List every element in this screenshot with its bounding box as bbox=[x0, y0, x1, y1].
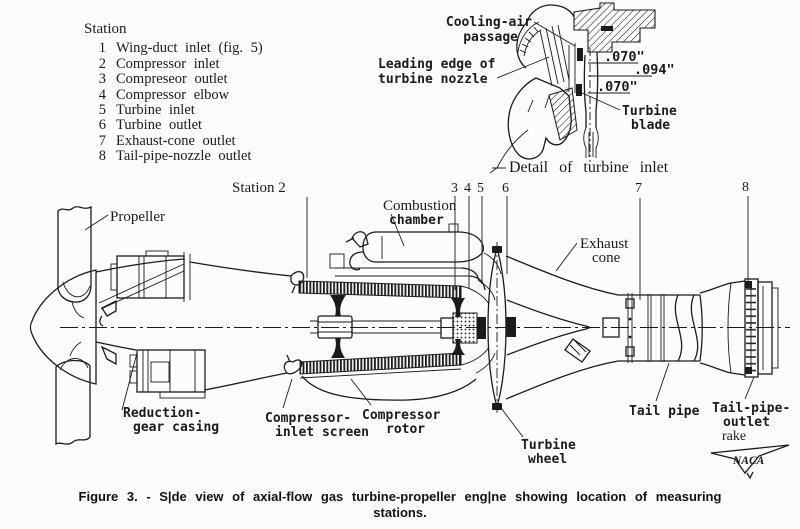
station-number: 7 bbox=[98, 132, 106, 149]
tail-pipe-rake-label-line3: rake bbox=[722, 429, 746, 444]
exhaust-cone-section bbox=[505, 255, 620, 400]
dimension-094: .094" bbox=[634, 62, 675, 78]
figure-caption-line1: Figure 3. - S|de view of axial-flow gas … bbox=[78, 489, 722, 504]
station-label: Tail-pipe-nozzle outlet bbox=[116, 148, 252, 165]
station-label: Compressor elbow bbox=[116, 86, 230, 103]
station-6-marker: 6 bbox=[502, 181, 509, 196]
station-row: 3 Compreseor outlet bbox=[84, 71, 263, 88]
combustion-chamber-label: Combustion bbox=[383, 198, 457, 214]
inlet-screen-label: Compressor- bbox=[265, 411, 351, 426]
compressor-rotor-label: Compressor bbox=[362, 408, 440, 423]
station-5-marker: 5 bbox=[477, 181, 484, 196]
tail-pipe-label: Tail pipe bbox=[629, 404, 700, 419]
tail-pipe-section bbox=[618, 293, 703, 363]
naca-logo: NACA bbox=[710, 444, 790, 480]
turbine-wheel-label: Turbine bbox=[521, 438, 576, 453]
station-row: 7 Exhaust-cone outlet bbox=[84, 132, 263, 149]
station-number: 5 bbox=[98, 102, 106, 119]
reduction-gear-label: Reduction- bbox=[123, 406, 201, 421]
station-label: Turbine inlet bbox=[116, 102, 195, 119]
exhaust-cone-label: Exhaust bbox=[580, 236, 629, 252]
leading-edge-label: Leading edge of bbox=[378, 57, 495, 72]
cooling-air-label: Cooling-air bbox=[446, 15, 532, 30]
station-marker-lines bbox=[306, 196, 749, 300]
figure-caption: Figure 3. - S|de view of axial-flow gas … bbox=[0, 489, 800, 521]
turbine-blade-label-line2: blade bbox=[631, 118, 670, 133]
naca-logo-text: NACA bbox=[732, 455, 765, 467]
combustion-chamber-section bbox=[329, 223, 486, 291]
combustion-chamber-label-line2: chamber bbox=[389, 213, 444, 228]
reduction-gear-label-line2: gear casing bbox=[133, 420, 219, 435]
engine-diagram: Propeller Station 2 3 4 5 6 7 8 Combusti… bbox=[29, 2, 790, 480]
station-number: 6 bbox=[98, 117, 106, 134]
station-row: 6 Turbine outlet bbox=[84, 117, 263, 134]
station-number: 2 bbox=[98, 55, 106, 72]
tail-pipe-outlet-section bbox=[699, 278, 779, 378]
tail-pipe-rake-label: Tail-pipe- bbox=[712, 401, 790, 416]
detail-inset-caption: Detail of turbine inlet bbox=[509, 159, 669, 176]
station-label: Compreseor outlet bbox=[116, 71, 228, 88]
station-7-marker: 7 bbox=[635, 181, 642, 196]
station-row: 8 Tail-pipe-nozzle outlet bbox=[84, 148, 263, 165]
propeller-label: Propeller bbox=[110, 209, 165, 225]
turbine-inlet-detail-inset: .070" .094" .070" Cooling-air passage Le… bbox=[378, 2, 677, 176]
station-label: Exhaust-cone outlet bbox=[116, 132, 236, 149]
dimension-070-top: .070" bbox=[604, 49, 645, 65]
turbine-section bbox=[460, 242, 516, 413]
station-legend-header: Station bbox=[84, 21, 127, 37]
cooling-air-label-line2: passage bbox=[463, 30, 518, 45]
station-number: 4 bbox=[98, 86, 106, 103]
inlet-screen-label-line2: inlet screen bbox=[275, 425, 369, 440]
figure-caption-line2: stations. bbox=[373, 505, 427, 520]
station-row: 1 Wing-duct inlet (fig. 5) bbox=[84, 40, 263, 57]
station-4-marker: 4 bbox=[464, 181, 471, 196]
station-3-marker: 3 bbox=[451, 181, 458, 196]
compressor-section bbox=[283, 271, 486, 401]
station-label: Wing-duct inlet (fig. 5) bbox=[116, 40, 263, 57]
station-row: 2 Compressor inlet bbox=[84, 55, 263, 72]
leading-edge-label-line2: turbine nozzle bbox=[378, 72, 488, 87]
turbine-wheel-label-line2: wheel bbox=[528, 452, 567, 467]
main-view-labels: Propeller Station 2 3 4 5 6 7 8 Combusti… bbox=[84, 180, 790, 467]
station-8-marker: 8 bbox=[742, 180, 749, 195]
station-label: Compressor inlet bbox=[116, 55, 220, 72]
station-row: 5 Turbine inlet bbox=[84, 102, 263, 119]
station-label: Turbine outlet bbox=[116, 117, 203, 134]
station-number: 3 bbox=[98, 71, 106, 88]
station-number: 1 bbox=[98, 40, 106, 57]
station-number: 8 bbox=[98, 148, 106, 165]
tail-pipe-rake-label-line2: outlet bbox=[723, 415, 770, 430]
exhaust-cone-label-line2: cone bbox=[592, 250, 621, 266]
station-2-label: Station 2 bbox=[232, 180, 286, 196]
propeller-group bbox=[29, 205, 97, 446]
compressor-rotor-label-line2: rotor bbox=[386, 422, 425, 437]
reduction-gear-section bbox=[95, 250, 292, 399]
turbine-blade-label: Turbine bbox=[622, 104, 677, 119]
station-row: 4 Compressor elbow bbox=[84, 86, 263, 103]
dimension-070-bottom: .070" bbox=[597, 79, 638, 95]
